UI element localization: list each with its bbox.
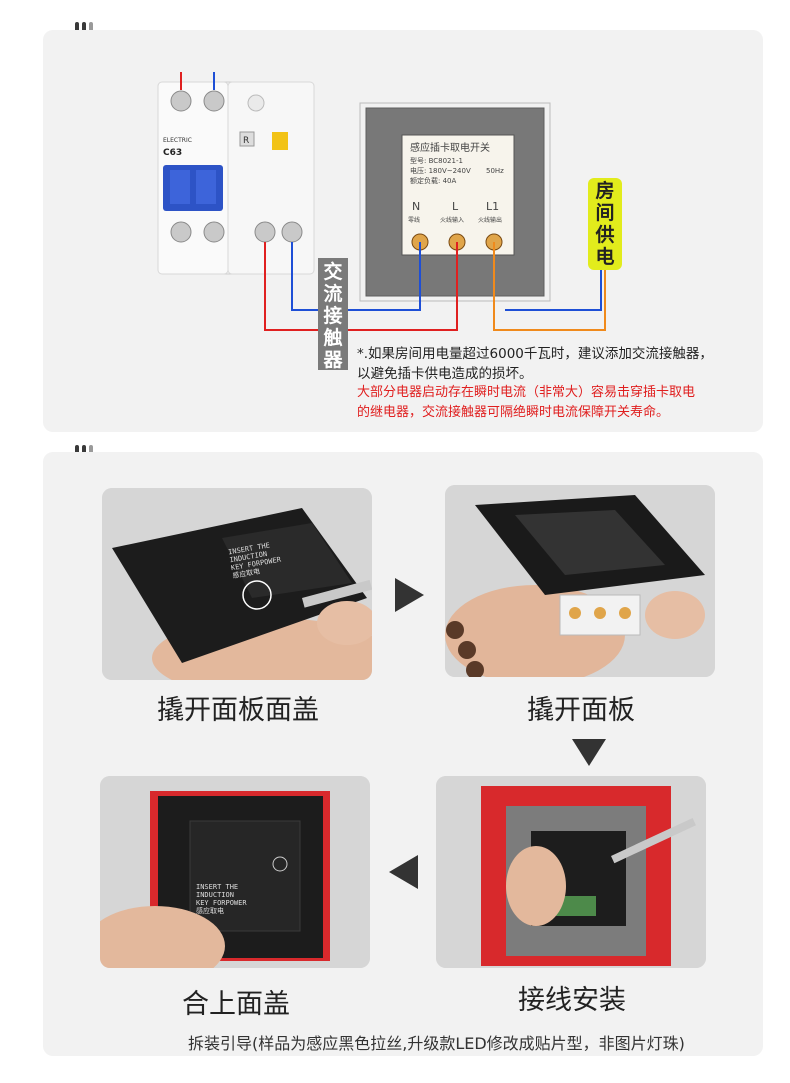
room-power-label-bg [588,178,622,270]
breaker-test-label: R [243,136,249,146]
arrow-right-icon [395,578,424,612]
card-switch-back [359,102,551,302]
arrow-left-icon [389,855,418,889]
step3-photo [436,776,706,968]
step3-caption: 接线安装 [518,985,626,1016]
switch-title: 感应插卡取电开关 [410,141,490,154]
terminal-l: L [452,200,459,213]
contactor-label: 交 流 接 触 器 [323,261,343,371]
breaker-brand: ELECTRIC [163,137,192,144]
terminal-n: N [412,200,420,213]
step1-photo: INSERT THE INDUCTION KEY FORPOWER 感应取电 [102,488,372,680]
step2-photo [445,485,715,677]
wires [180,72,606,331]
circuit-breaker [157,81,315,275]
terminal-l-name: 火线输入 [440,216,464,224]
breaker-model: C63 [163,148,182,158]
contactor-note: *.如果房间用电量超过6000千瓦时，建议添加交流接触器， 以避免插卡供电造成的… [357,346,713,382]
switch-model: 型号: BC8021-1 [410,156,463,165]
switch-voltage: 电压: 180V~240V [410,166,471,175]
install-guide-footer: 拆装引导(样品为感应黑色拉丝,升级款LED修改成贴片型，非图片灯珠) [188,1034,685,1053]
section-marker-icon [75,22,93,36]
step1-caption: 撬开面板面盖 [157,695,319,726]
arrow-down-icon [572,739,606,766]
terminal-l1: L1 [486,200,499,213]
step4-panel-text: INSERT THE INDUCTION KEY FORPOWER 感应取电 [196,883,247,915]
contactor-warning: 大部分电器启动存在瞬时电流（非常大）容易击穿插卡取电 的继电器，交流接触器可隔绝… [357,385,696,420]
terminal-n-name: 零线 [408,216,420,224]
terminal-l1-name: 火线输出 [478,216,502,224]
step4-photo: INSERT THE INDUCTION KEY FORPOWER 感应取电 [100,776,370,968]
step2-caption: 撬开面板 [527,695,635,726]
step4-caption: 合上面盖 [182,989,290,1020]
wiring-diagram: ELECTRIC C63 R 感应插卡取电开关 型号: BC8021-1 电压:… [157,72,622,370]
room-power-label: 房 间 供 电 [595,180,615,268]
contactor-label-bg [318,258,348,370]
switch-load: 额定负载: 40A [410,176,456,185]
switch-freq: 50Hz [486,167,504,175]
